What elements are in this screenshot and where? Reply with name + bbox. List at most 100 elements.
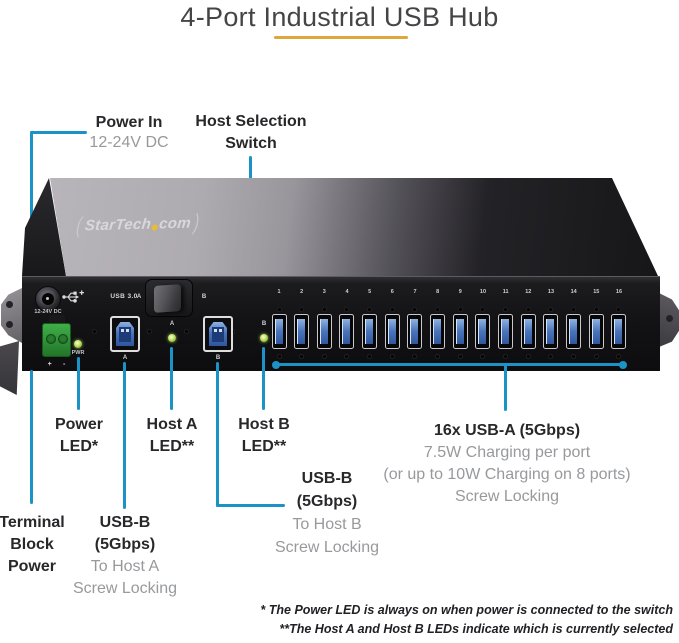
usb-a-connector-tongue [298, 319, 306, 344]
usb-a-connector-tongue [524, 319, 532, 344]
usb-b-host-a-callout-line [123, 362, 126, 509]
host-b-led-panel-label: B [261, 321, 267, 327]
host-b-led [260, 334, 268, 342]
usb-trident-icon [62, 290, 84, 303]
terminal-polarity-labels: + - [42, 361, 71, 368]
usb-b-host-a-sub2: Screw Locking [72, 580, 178, 597]
usb-b-host-b-line1: USB-B [301, 470, 353, 487]
device-top-face [50, 178, 658, 276]
host-b-led-callout-line [262, 347, 265, 410]
usb-a-port: 7 [407, 289, 423, 365]
screw-hole [457, 307, 463, 312]
usb-b-host-a-sub1: To Host A [90, 558, 160, 575]
footnote-line2: **The Host A and Host B LEDs indicate wh… [279, 622, 673, 636]
callout-host-a-led: Host A LED** [127, 414, 217, 458]
screw-hole [412, 307, 418, 312]
power-in-sublabel: 12-24V DC [89, 134, 169, 151]
usb-b-connector-core [119, 327, 131, 342]
usb-a-ports-bracket-line [276, 363, 623, 366]
startech-logo: ( StarTech com ) [69, 209, 208, 239]
power-led-label-line2: LED* [59, 438, 99, 455]
usb-a-connector [384, 314, 400, 349]
screw-hole [480, 307, 486, 312]
usb-a-port: 9 [452, 289, 468, 365]
terminal-minus-label: - [63, 361, 66, 368]
host-selection-switch [145, 279, 193, 317]
screw-hole [276, 354, 282, 359]
terminal-block-line2: Block [10, 536, 54, 553]
usb-a-connector [316, 314, 332, 349]
usb-b-host-b-sub1: To Host B [292, 516, 362, 533]
callout-terminal-block: Terminal Block Power [0, 512, 65, 578]
screw-hole [367, 354, 373, 359]
usb-a-port-number: 8 [436, 289, 440, 295]
usb-a-connector [362, 314, 378, 349]
screw-hole [480, 354, 486, 359]
host-selection-label-line2: Switch [225, 135, 277, 152]
screw-hole [548, 354, 554, 359]
usb-a-port: 11 [498, 289, 514, 365]
host-a-led-label-line1: Host A [146, 416, 198, 433]
usb-a-port-number: 10 [479, 289, 487, 295]
page-title: 4-Port Industrial USB Hub [180, 2, 499, 32]
screw-hole [299, 354, 305, 359]
screw-hole [435, 354, 441, 359]
usb-a-port: 13 [543, 289, 559, 365]
screw-hole [344, 307, 350, 312]
screw-hole [503, 354, 509, 359]
usb-a-port: 8 [430, 289, 446, 365]
usb-a-port-number: 16 [615, 289, 623, 295]
screw-hole [571, 354, 577, 359]
pwr-led-panel-label: PWR [71, 350, 85, 356]
usb-a-port: 3 [316, 289, 332, 365]
usb-a-port-number: 1 [277, 289, 281, 295]
usb-b-host-a-line2: (5Gbps) [94, 536, 156, 553]
host-a-led-panel-label: A [169, 321, 175, 327]
terminal-screw [58, 334, 68, 344]
screw-hole [321, 354, 327, 359]
usb-a-port: 10 [475, 289, 491, 365]
left-mounting-bracket [1, 288, 22, 343]
screw-hole [276, 307, 282, 312]
usb-a-connector [498, 314, 514, 349]
usb-a-ports-line1: 16x USB-A (5Gbps) [433, 422, 581, 439]
dc-jack-panel-label: 12-24V DC [34, 309, 62, 315]
callout-power-in: Power In 12-24V DC [76, 113, 182, 153]
usb-a-connector [520, 314, 536, 349]
logo-name-part2: com [158, 214, 192, 232]
screw-hole [593, 354, 599, 359]
terminal-block [42, 323, 71, 357]
screw-hole [548, 307, 554, 312]
screw-hole [344, 354, 350, 359]
switch-side-b-label: B [201, 294, 207, 300]
title-underline [274, 36, 408, 39]
terminal-block-line3: Power [7, 558, 56, 575]
screw-hole [571, 307, 577, 312]
usb-b-a-panel-label: A [122, 355, 128, 361]
screw-hole [503, 307, 509, 312]
power-led-label-line1: Power [54, 416, 103, 433]
usb-a-port-number: 13 [547, 289, 555, 295]
screw-hole [525, 307, 531, 312]
screw-hole [616, 354, 622, 359]
usb-a-connector-tongue [343, 319, 351, 344]
usb-a-connector-tongue [388, 319, 396, 344]
usb-a-port-number: 15 [593, 289, 600, 295]
usb-a-ports-sub2: (or up to 10W Charging on 8 ports) [383, 466, 631, 483]
usb-a-connector-tongue [547, 319, 555, 344]
usb-a-port-number: 11 [502, 289, 509, 295]
usb-a-connector-tongue [479, 319, 487, 344]
switch-knob [154, 284, 181, 313]
screw-hole [525, 354, 531, 359]
screw-hole [147, 329, 152, 334]
usb-b-connector-core [212, 327, 224, 342]
usb-a-ports-bracket-dot-right [619, 361, 627, 369]
callout-host-selection-switch: Host Selection Switch [184, 111, 318, 155]
usb-a-port-number: 9 [458, 289, 462, 295]
host-a-led-callout-line [170, 347, 173, 410]
usb-a-ports-callout-stem [504, 364, 507, 411]
usb30-panel-label: USB 3.0 [110, 293, 138, 300]
logo-yellow-dot-icon [151, 224, 159, 231]
usb-a-ports-sub1: 7.5W Charging per port [423, 444, 591, 461]
usb-b-connector [116, 322, 134, 346]
